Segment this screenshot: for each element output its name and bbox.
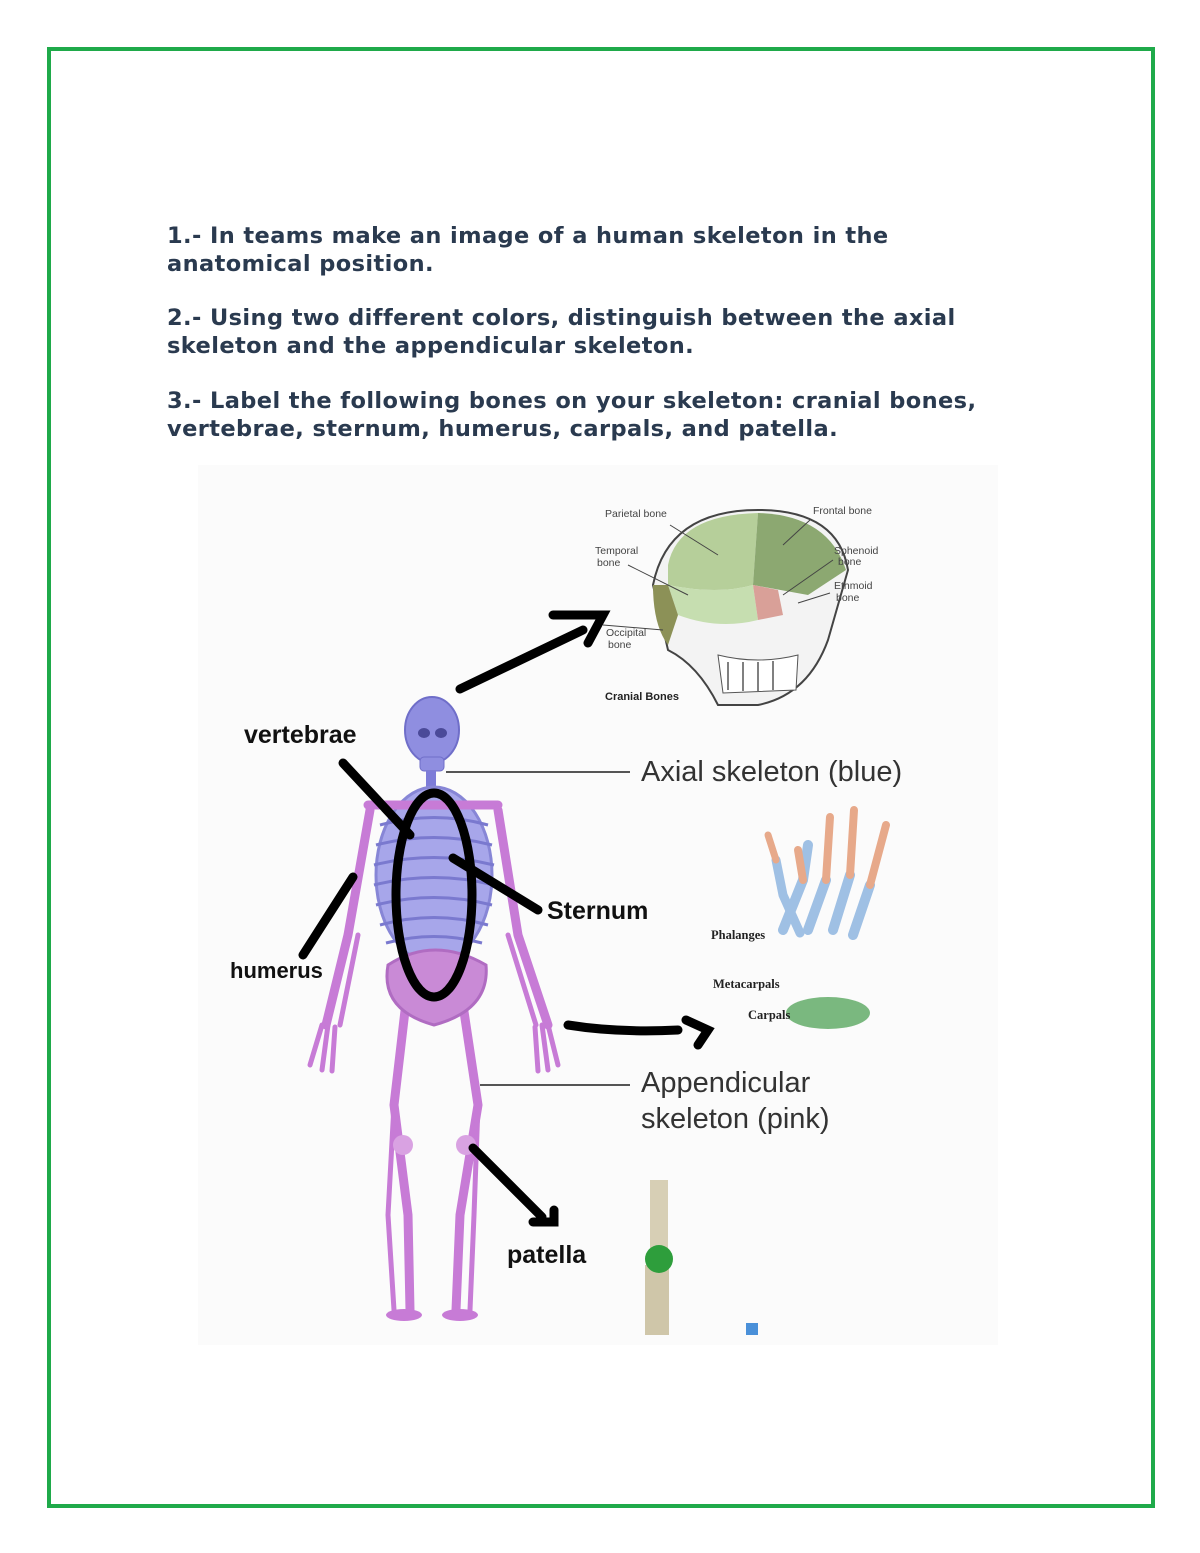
page-border: [47, 47, 1155, 1508]
knee-diagram: [645, 1180, 758, 1335]
instruction-1: 1.- In teams make an image of a human sk…: [167, 223, 889, 277]
skeleton-illustration: [198, 465, 998, 1345]
cranial-bones-title: Cranial Bones: [605, 691, 679, 703]
sphenoid-bone-label-1: Sphenoid: [834, 545, 879, 557]
phalanges-label: Phalanges: [711, 928, 766, 942]
hand-diagram: [764, 806, 890, 1029]
occipital-bone-label-2: bone: [608, 639, 632, 651]
instruction-2: 2.- Using two different colors, distingu…: [167, 305, 956, 359]
temporal-bone-label-2: bone: [597, 557, 621, 569]
vertebrae-label: vertebrae: [244, 721, 357, 749]
skeleton-figure: Parietal bone Frontal bone Temporal bone…: [198, 465, 998, 1345]
humerus-label: humerus: [230, 958, 323, 983]
patella-label: patella: [507, 1241, 587, 1269]
carpals-label: Carpals: [748, 1008, 791, 1022]
ethmoid-bone-label-2: bone: [836, 592, 860, 604]
ethmoid-bone-label-1: Ethmoid: [834, 580, 873, 592]
parietal-bone-label: Parietal bone: [605, 508, 667, 520]
frontal-bone-label: Frontal bone: [813, 505, 872, 517]
axial-skeleton-label: Axial skeleton (blue): [641, 756, 903, 788]
appendicular-label-line1: Appendicular: [641, 1067, 811, 1099]
instruction-3: 3.- Label the following bones on your sk…: [167, 388, 977, 442]
sphenoid-bone-label-2: bone: [838, 556, 862, 568]
cranial-bones-diagram: [602, 508, 850, 706]
appendicular-label-line2: skeleton (pink): [641, 1103, 830, 1135]
sternum-label: Sternum: [547, 897, 649, 925]
occipital-bone-label-1: Occipital: [606, 627, 647, 639]
temporal-bone-label-1: Temporal: [595, 545, 639, 557]
metacarpals-label: Metacarpals: [713, 977, 780, 991]
